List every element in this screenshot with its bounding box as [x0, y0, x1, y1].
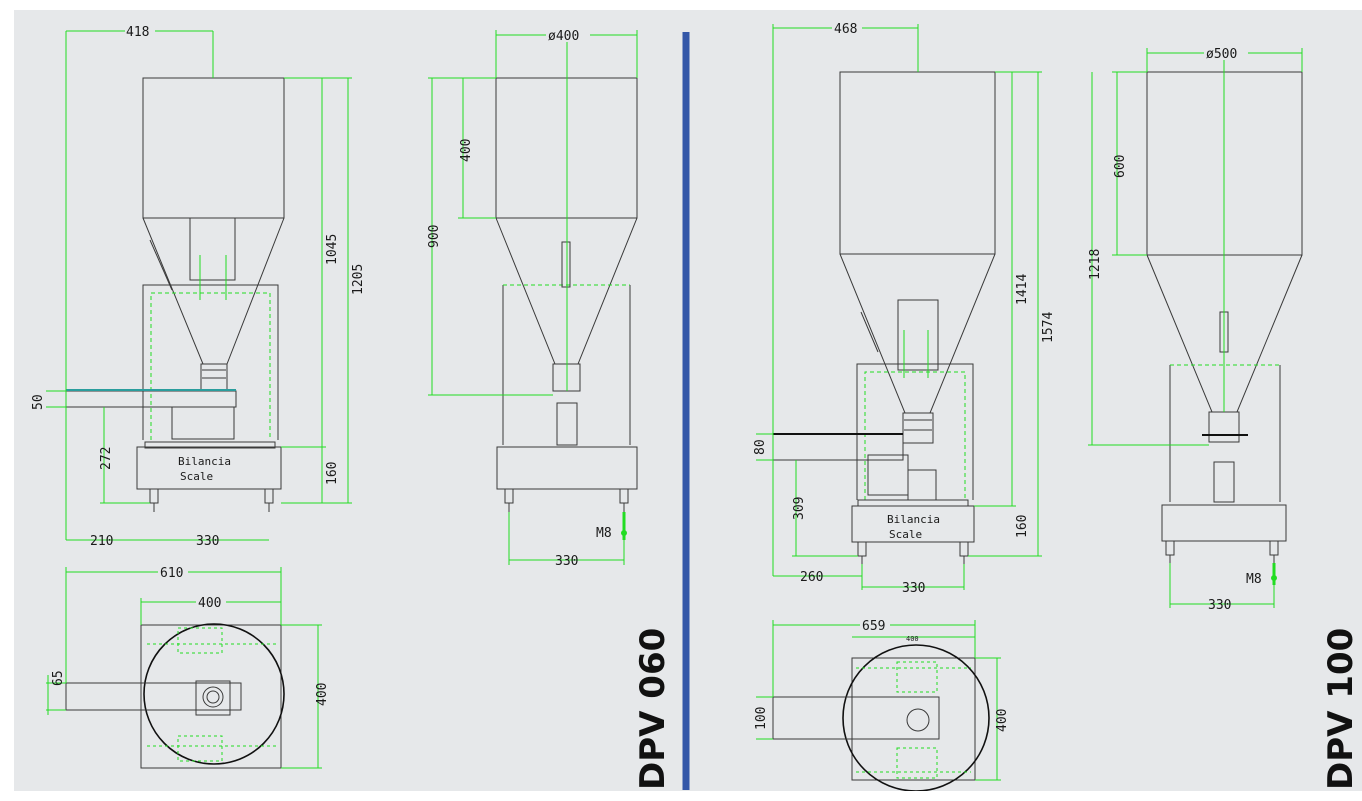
dpv060-bolt-label: M8	[596, 526, 612, 541]
dpv060-title: DPV 060	[633, 628, 673, 790]
drawing-sheet: 418 1045 1205 160 50 272 210 330 Bilanci…	[14, 10, 1362, 791]
dpv060-top-plate-height-label: 400	[315, 683, 330, 706]
dpv100-total-height-label: 1574	[1041, 312, 1056, 343]
dpv100-top-length-label: 659	[862, 619, 885, 634]
dpv100-top-plate-width-label: 400	[906, 635, 919, 643]
dpv060-cone-height-label: 400	[459, 139, 474, 162]
dpv060-top-conveyor-width-label: 65	[51, 670, 66, 686]
dpv060-hopper-height-label: 900	[427, 225, 442, 248]
dpv060-diameter-label: ø400	[548, 29, 579, 44]
dpv060-frame-height-label: 1045	[325, 234, 340, 265]
dpv100-top-conveyor-width-label: 100	[754, 707, 769, 730]
dpv100-feet-spacing-label: 330	[902, 581, 925, 596]
dpv100-width-label: 468	[834, 22, 857, 37]
dpv100-frame-height-label: 1414	[1015, 274, 1030, 305]
dpv100-front-view	[772, 71, 996, 564]
dpv100-title: DPV 100	[1321, 628, 1361, 790]
dpv060-side-view	[495, 77, 638, 512]
dpv100-bolt-label: M8	[1246, 572, 1262, 587]
dpv100-scale-label-2: Scale	[889, 528, 922, 541]
dpv100-side-dimensions	[1088, 48, 1303, 608]
dpv100-conveyor-height-label: 309	[792, 497, 807, 520]
dpv100-overhang-label: 260	[800, 570, 823, 585]
dpv100-side-feet-label: 330	[1208, 598, 1231, 613]
dpv100-conveyor-thickness-label: 80	[753, 439, 768, 455]
dpv100-top-plate-height-label: 400	[995, 709, 1010, 732]
dpv100-top-dimensions	[756, 620, 1001, 781]
dpv100-front-dimensions	[756, 24, 1042, 590]
dpv060-top-length-label: 610	[160, 566, 183, 581]
dpv060-side-feet-label: 330	[555, 554, 578, 569]
dpv060-scale-label-2: Scale	[180, 470, 213, 483]
dpv060-total-height-label: 1205	[351, 264, 366, 295]
dpv060-side-dimensions	[428, 30, 638, 565]
dpv060-top-view	[65, 623, 285, 769]
dpv100-scale-label-1: Bilancia	[887, 513, 940, 526]
dpv060-feet-spacing-label: 330	[196, 534, 219, 549]
dpv060-conveyor-thickness-label: 50	[31, 394, 46, 410]
dpv100-scale-height-label: 160	[1015, 515, 1030, 538]
dpv100-diameter-label: ø500	[1206, 47, 1237, 62]
dpv100-hopper-height-label: 1218	[1088, 249, 1103, 280]
dpv060-overhang-label: 210	[90, 534, 113, 549]
dpv060-scale-height-label: 160	[325, 462, 340, 485]
technical-drawing: 418 1045 1205 160 50 272 210 330 Bilanci…	[31, 21, 1361, 791]
dpv100-cone-height-label: 600	[1113, 155, 1128, 178]
dpv060-scale-label-1: Bilancia	[178, 455, 231, 468]
dpv100-top-view	[772, 644, 990, 791]
dpv060-width-label: 418	[126, 25, 149, 40]
dpv060-conveyor-height-label: 272	[99, 447, 114, 470]
dpv060-top-plate-width-label: 400	[198, 596, 221, 611]
